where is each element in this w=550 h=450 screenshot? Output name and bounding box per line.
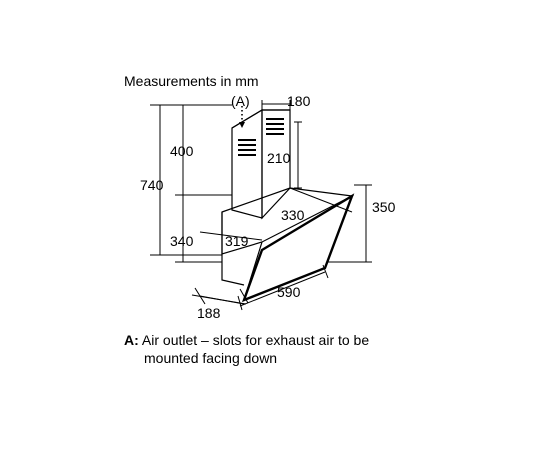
dim-total-height: 740 <box>140 177 164 193</box>
footnote: A: Air outlet – slots for exhaust air to… <box>124 331 369 367</box>
dim-glass-width: 590 <box>277 284 301 300</box>
dim-lower-height: 340 <box>170 233 194 249</box>
dim-bottom-depth: 188 <box>197 305 221 321</box>
dim-glass-height: 350 <box>372 199 396 215</box>
outlet-marker: (A) <box>231 93 250 109</box>
measurements-title: Measurements in mm <box>124 73 259 89</box>
dimension-lines <box>150 100 372 311</box>
dim-body-depth: 330 <box>281 207 305 223</box>
chimney-front <box>231 108 263 219</box>
dim-chimney-depth: 210 <box>267 150 291 166</box>
footnote-label: A: <box>124 332 139 348</box>
glass-panel <box>241 193 355 303</box>
dim-chimney-upper-height: 400 <box>170 143 194 159</box>
footnote-line2: mounted facing down <box>144 350 278 366</box>
dim-body-width-inner: 319 <box>225 233 249 249</box>
vent-slots <box>238 118 284 156</box>
footnote-line1: Air outlet – slots for exhaust air to be <box>141 332 370 348</box>
dim-chimney-width: 180 <box>287 93 311 109</box>
